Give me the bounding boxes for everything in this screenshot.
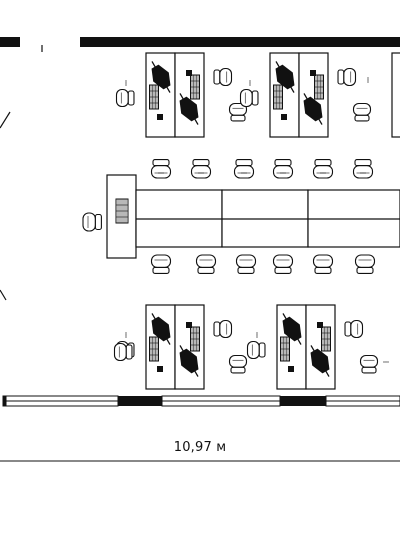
monitor-icon bbox=[151, 313, 171, 345]
keyboard-icon bbox=[280, 336, 290, 362]
monitor-icon bbox=[151, 61, 171, 93]
office-chair-icon bbox=[337, 67, 357, 87]
keyboard-icon bbox=[190, 326, 200, 352]
monitor-icon bbox=[275, 61, 295, 93]
office-chair-icon bbox=[272, 159, 294, 179]
office-chair-icon bbox=[246, 340, 266, 360]
office-chair-icon bbox=[213, 319, 233, 339]
monitor-icon bbox=[310, 345, 330, 377]
office-chair-icon bbox=[359, 354, 379, 374]
office-chair-icon bbox=[190, 159, 212, 179]
office-chair-icon bbox=[354, 254, 376, 274]
desk-phone-icon bbox=[186, 70, 192, 76]
bottom-wall-segment-2 bbox=[280, 396, 326, 406]
desk-phone-icon bbox=[157, 366, 163, 372]
windows bbox=[2, 395, 400, 407]
keyboard-icon bbox=[190, 74, 200, 100]
office-chair-icon bbox=[312, 254, 334, 274]
dimension-label: 10,97 м bbox=[173, 440, 227, 455]
window-icon bbox=[161, 395, 281, 407]
furniture-layer bbox=[82, 52, 400, 390]
desk-phone-icon bbox=[288, 366, 294, 372]
office-chair-icon bbox=[352, 102, 372, 122]
door-swing-icon bbox=[0, 45, 43, 301]
keyboard-icon bbox=[149, 336, 159, 362]
monitor-icon bbox=[179, 345, 199, 377]
desk-phone-icon bbox=[157, 114, 163, 120]
office-chair-icon bbox=[235, 254, 257, 274]
office-chair-icon bbox=[113, 342, 133, 362]
conference-table bbox=[106, 174, 400, 259]
office-chair-icon bbox=[228, 102, 248, 122]
office-chair-icon bbox=[150, 254, 172, 274]
office-chair-icon bbox=[239, 88, 259, 108]
office-chair-icon bbox=[213, 67, 233, 87]
desk-phone-icon bbox=[281, 114, 287, 120]
top-wall-left bbox=[0, 37, 20, 47]
office-chair-icon bbox=[228, 354, 248, 374]
office-chair-icon bbox=[352, 159, 374, 179]
office-chair-icon bbox=[272, 254, 294, 274]
office-chair-icon bbox=[150, 159, 172, 179]
window-icon bbox=[325, 395, 400, 407]
desk bbox=[391, 52, 400, 138]
office-chair-icon bbox=[115, 88, 135, 108]
bottom-wall-segment-1 bbox=[118, 396, 162, 406]
office-chair-icon bbox=[195, 254, 217, 274]
top-wall-right bbox=[80, 37, 400, 47]
office-chair-icon bbox=[233, 159, 255, 179]
keyboard-icon bbox=[149, 84, 159, 110]
office-chair-icon bbox=[82, 212, 102, 232]
keyboard-icon bbox=[314, 74, 324, 100]
walls bbox=[0, 37, 400, 406]
monitor-icon bbox=[179, 93, 199, 125]
desk-phone-icon bbox=[310, 70, 316, 76]
monitor-icon bbox=[282, 313, 302, 345]
desk-phone-icon bbox=[186, 322, 192, 328]
office-chair-icon bbox=[344, 319, 364, 339]
keyboard-icon bbox=[321, 326, 331, 352]
office-chair-icon bbox=[312, 159, 334, 179]
desk-pod bbox=[276, 304, 336, 390]
desk-phone-icon bbox=[317, 322, 323, 328]
keyboard-icon bbox=[115, 198, 129, 224]
keyboard-icon bbox=[273, 84, 283, 110]
window-icon bbox=[2, 395, 119, 407]
monitor-icon bbox=[303, 93, 323, 125]
